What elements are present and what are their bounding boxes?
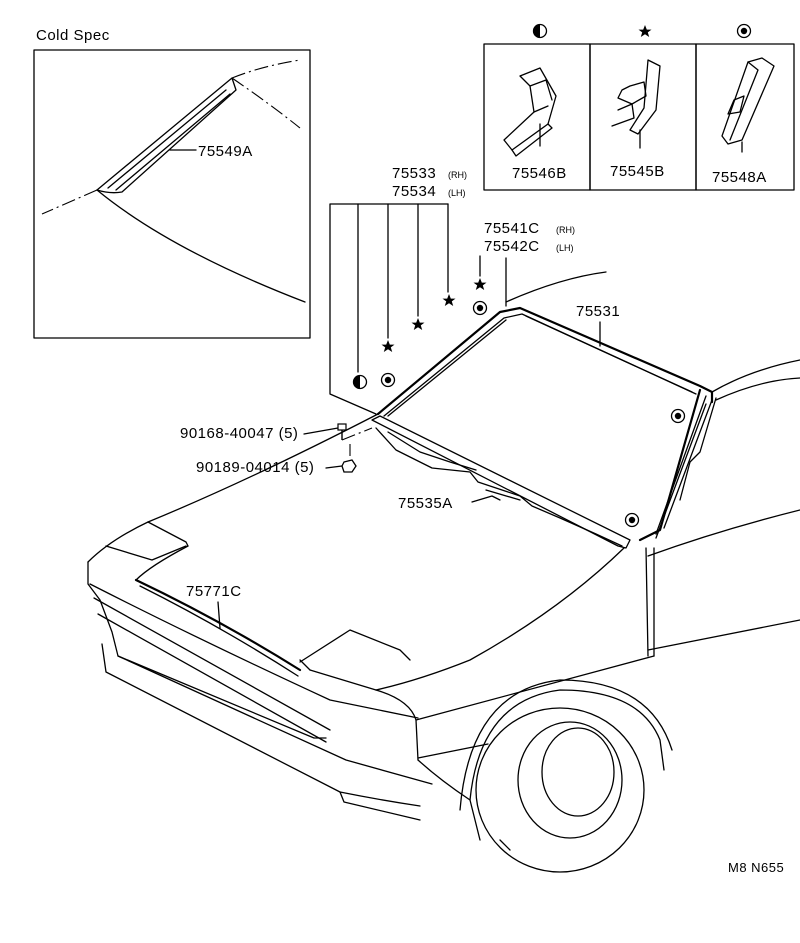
label-75542c: 75542C: [484, 238, 540, 255]
wheel-arch: [469, 689, 665, 801]
inset-title: Cold Spec: [36, 27, 110, 44]
label-75771c: 75771C: [186, 583, 242, 600]
label-75542c-side: (LH): [556, 243, 574, 253]
star-marker: [442, 294, 456, 306]
roof-line: [505, 271, 607, 303]
inset-glass-edge: [96, 189, 306, 303]
bumper-upper: [87, 561, 327, 739]
a-pillar-molding: [638, 388, 702, 542]
label-75533-side: (RH): [448, 170, 467, 180]
car-body: [87, 271, 800, 873]
inset-roof-line: [231, 59, 301, 79]
cold-spec-inset: Cold Spec 75549A: [33, 27, 311, 339]
molding-callouts: 75533 (RH) 75534 (LH) 75541C (RH) 75542C…: [329, 165, 575, 415]
star-marker: [411, 318, 425, 330]
label-75549a: 75549A: [198, 143, 253, 160]
label-75534-side: (LH): [448, 188, 466, 198]
clip-type-box: 75546B 75545B 75548A: [483, 23, 795, 191]
clip-75546b-drawing: [503, 67, 557, 157]
door-top-line: [711, 359, 800, 393]
dot-circle-marker: [380, 372, 396, 388]
headlight-right: [299, 629, 411, 663]
star-marker: [473, 278, 487, 290]
label-75548a: 75548A: [712, 169, 767, 186]
label-90168: 90168-40047 (5): [180, 425, 298, 442]
label-75541c-side: (RH): [556, 225, 575, 235]
door-lower-line: [647, 619, 800, 651]
hood-left-edge: [87, 521, 149, 563]
tire: [475, 707, 645, 873]
label-75545b: 75545B: [610, 163, 665, 180]
inset-cowl-line: [41, 189, 98, 215]
dot-circle-marker: [624, 512, 640, 528]
dot-circle-symbol: [736, 23, 752, 39]
clip-cell-3: [695, 43, 795, 191]
wheel-rim: [517, 721, 623, 839]
cowl-panel: [371, 415, 631, 549]
screw-fastener: [337, 423, 373, 441]
nut-fastener: [341, 444, 357, 473]
label-75533: 75533: [392, 165, 436, 182]
clip-75545b-drawing: [611, 59, 661, 149]
star-symbol: [638, 25, 652, 37]
inset-frame: [33, 49, 311, 339]
callout-bracket: [329, 203, 449, 415]
hood-right-edge: [375, 547, 625, 691]
figure-code: M8 N655: [728, 860, 784, 875]
inset-molding-strip: [96, 77, 237, 194]
label-75546b: 75546B: [512, 165, 567, 182]
label-90189: 90189-04014 (5): [196, 459, 314, 476]
label-75541c: 75541C: [484, 220, 540, 237]
label-75531: 75531: [576, 303, 620, 320]
dot-circle-marker: [472, 300, 488, 316]
beltline: [647, 509, 800, 557]
windshield-molding: [376, 306, 714, 416]
half-circle-marker: [352, 374, 368, 390]
half-circle-symbol: [532, 23, 548, 39]
label-75534: 75534: [392, 183, 436, 200]
dot-circle-marker: [670, 408, 686, 424]
label-75535a: 75535A: [398, 495, 453, 512]
part-leaders: 75531 90168-40047 (5) 90189-04014 (5) 75…: [180, 303, 620, 629]
clip-75548a-drawing: [721, 57, 775, 153]
star-marker: [381, 340, 395, 352]
